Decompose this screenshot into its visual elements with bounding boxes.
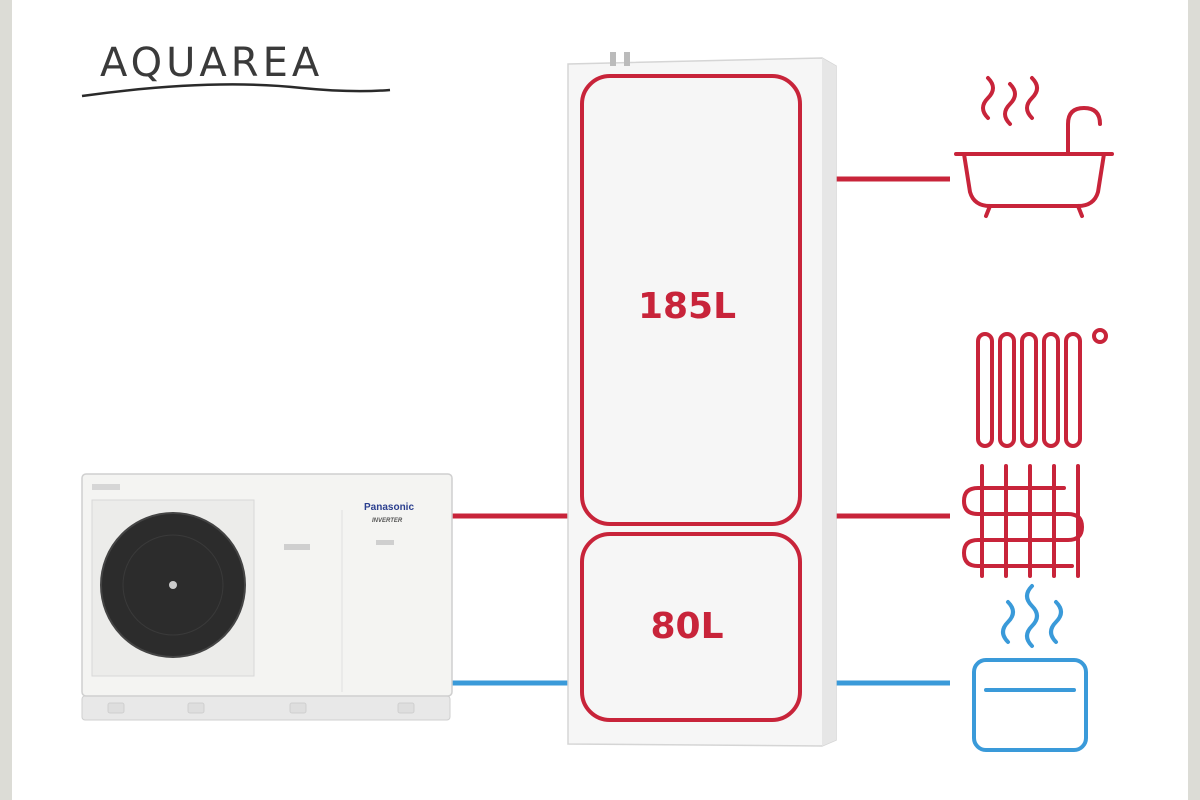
diagram-svg: AQUAREA Panasonic INVERTER [81, 40, 1114, 752]
inverter-badge: INVERTER [372, 518, 403, 524]
logo-swoosh [81, 83, 391, 98]
diagram-stage: AQUAREA Panasonic INVERTER [12, 0, 1188, 800]
indoor-tank-unit: 185L 80L [567, 52, 837, 747]
tank-lower-volume: 80L [650, 606, 723, 647]
tank-lower-outline [580, 532, 802, 722]
radiator-icon [976, 328, 1108, 448]
cooling-unit-icon [972, 584, 1088, 752]
pipes [452, 176, 950, 686]
underfloor-heating-icon [962, 464, 1084, 578]
brand-label: Panasonic [364, 502, 414, 513]
logo-text: AQUAREA [100, 40, 323, 86]
tank-upper-outline [580, 74, 802, 526]
bathtub-icon [954, 76, 1114, 218]
tank-upper-volume: 185L [638, 286, 736, 327]
outdoor-unit: Panasonic INVERTER [81, 473, 453, 721]
aquarea-logo: AQUAREA [81, 40, 391, 98]
